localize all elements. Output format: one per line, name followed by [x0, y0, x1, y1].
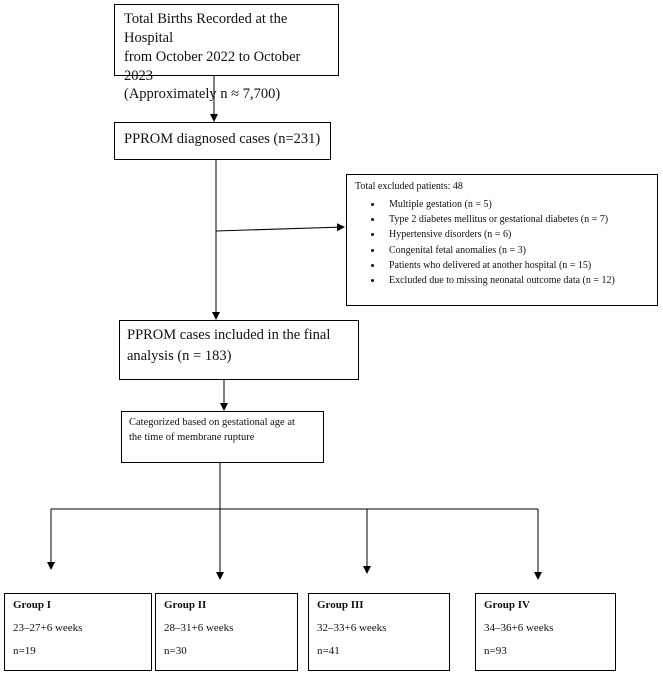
group-1-box: Group I 23–27+6 weeks n=19: [4, 593, 152, 671]
excluded-item: Patients who delivered at another hospit…: [383, 259, 649, 272]
group-title: Group II: [164, 599, 207, 611]
pprom-diagnosed-box: PPROM diagnosed cases (n=231): [114, 122, 331, 160]
arrow-to-excluded: [215, 223, 345, 232]
group-count: n=41: [317, 645, 340, 657]
total-births-line-2: from October 2022 to October 2023: [124, 48, 301, 84]
group-3-box: Group III 32–33+6 weeks n=41: [308, 593, 450, 671]
included-cases-box: PPROM cases included in the final analys…: [119, 320, 359, 380]
pprom-diagnosed-text: PPROM diagnosed cases (n=231): [124, 131, 321, 147]
excluded-item: Congenital fetal anomalies (n = 3): [383, 244, 649, 257]
included-line-1: PPROM cases included in the final: [127, 327, 331, 343]
excluded-title: Total excluded patients: 48: [355, 181, 463, 192]
included-line-2: analysis (n = 183): [127, 348, 232, 365]
group-range: 28–31+6 weeks: [164, 622, 234, 634]
group-range: 23–27+6 weeks: [13, 622, 83, 634]
excluded-item: Hypertensive disorders (n = 6): [383, 228, 649, 241]
excluded-list: Multiple gestation (n = 5) Type 2 diabet…: [355, 198, 649, 287]
categorized-box: Categorized based on gestational age at …: [121, 411, 324, 463]
excluded-item: Type 2 diabetes mellitus or gestational …: [383, 213, 649, 226]
excluded-item: Multiple gestation (n = 5): [383, 198, 649, 211]
excluded-patients-box: Total excluded patients: 48 Multiple ges…: [346, 174, 658, 306]
group-title: Group IV: [484, 599, 530, 611]
group-range: 32–33+6 weeks: [317, 622, 387, 634]
group-title: Group III: [317, 599, 364, 611]
categorized-line-2: the time of membrane rupture: [129, 432, 255, 444]
excluded-item: Excluded due to missing neonatal outcome…: [383, 274, 649, 287]
total-births-box: Total Births Recorded at the Hospital fr…: [114, 4, 339, 102]
total-births-line-1: Total Births Recorded at the Hospital: [124, 11, 288, 46]
categorized-line-1: Categorized based on gestational age at: [129, 417, 295, 428]
group-2-box: Group II 28–31+6 weeks n=30: [155, 593, 298, 671]
group-count: n=30: [164, 645, 187, 657]
group-count: n=19: [13, 645, 36, 657]
group-4-box: Group IV 34–36+6 weeks n=93: [475, 593, 616, 671]
group-count: n=93: [484, 645, 507, 657]
group-range: 34–36+6 weeks: [484, 622, 554, 634]
group-title: Group I: [13, 599, 52, 611]
total-births-line-3: (Approximately n ≈ 7,700): [124, 86, 281, 103]
